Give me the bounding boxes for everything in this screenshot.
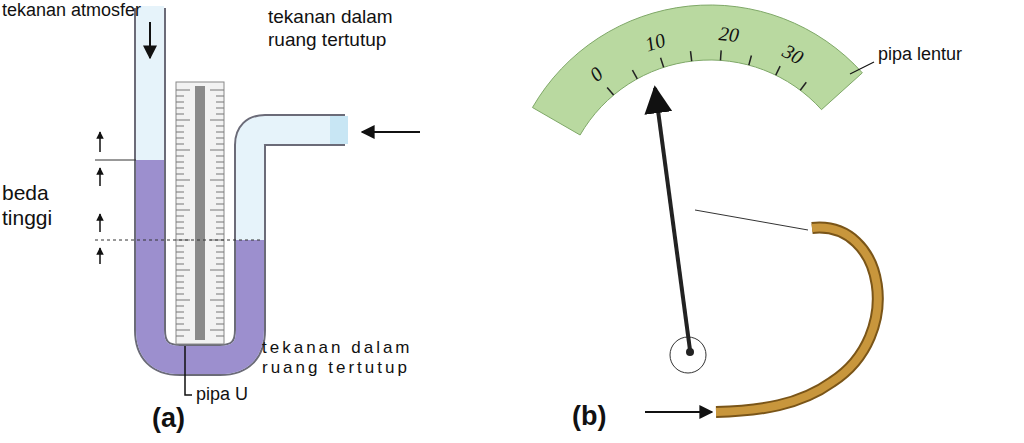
height-arrow — [99, 132, 101, 152]
part-label: pipa U — [196, 384, 286, 406]
leader-line — [185, 346, 192, 395]
part-label: pipa lentur — [878, 44, 1018, 66]
height-arrow — [99, 214, 101, 232]
pressure-arrow — [362, 131, 420, 133]
link-rod — [695, 210, 808, 230]
bourdon-tube — [716, 228, 878, 412]
leader-line — [850, 62, 874, 74]
part-label: tekanan dalam ruang tertutup — [268, 6, 438, 52]
pressure-arrow — [645, 411, 712, 413]
u-tube — [150, 6, 348, 360]
pivot — [686, 348, 694, 356]
level-line — [95, 240, 262, 241]
part-label: tekanan dalam ruang tertutup — [262, 338, 432, 379]
pressure-arrow — [149, 22, 151, 58]
level-line — [95, 160, 136, 161]
figure-label: (b) — [572, 400, 632, 432]
scale-number: 20 — [717, 21, 739, 47]
needle — [655, 88, 690, 350]
ruler-scale — [176, 82, 224, 344]
height-arrow — [99, 168, 101, 186]
part-label: tekanan atmosfer — [2, 0, 202, 22]
dial-ticks — [607, 50, 806, 95]
part-label: beda tinggi — [2, 180, 64, 230]
dial-scale — [532, 5, 862, 135]
figure-label: (a) — [152, 402, 212, 434]
height-arrow — [99, 248, 101, 264]
bourdon-tube — [716, 228, 878, 412]
